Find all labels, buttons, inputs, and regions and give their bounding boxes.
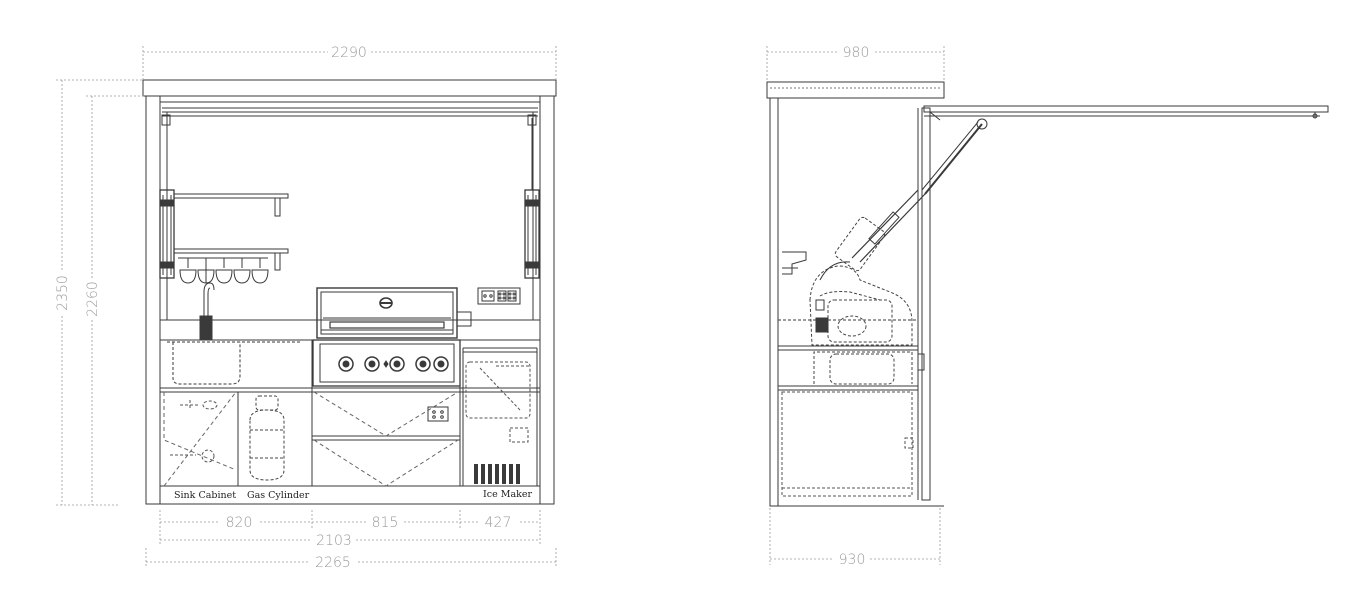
front-roof (142, 79, 557, 97)
wall-outlets (477, 287, 521, 305)
left-gas-strut (159, 114, 175, 279)
side-grill-silhouette (809, 265, 913, 385)
dim-ice-maker-section: 427 (485, 515, 512, 531)
dim-side-depth-top: 980 (843, 45, 870, 61)
upper-shelf (173, 193, 289, 217)
dim-overall-height: 2350 (55, 275, 71, 311)
dim-overall-width-top: 2290 (331, 45, 367, 61)
door-swing-lines (163, 391, 459, 487)
front-left-post (145, 95, 161, 505)
ice-maker-internals (465, 361, 531, 443)
glass-rack-shelf (173, 248, 289, 271)
side-burner-knob (456, 311, 472, 327)
dim-cabinet-height: 2260 (85, 281, 101, 317)
label-sink-cabinet: Sink Cabinet (174, 490, 236, 501)
dim-base-width: 2103 (316, 533, 352, 549)
side-view (766, 81, 1329, 507)
grill-cabinet-socket (427, 406, 449, 422)
side-roof (766, 81, 945, 99)
sink-plumbing (170, 400, 218, 463)
awning-arm (923, 105, 1329, 130)
sink-basin (167, 341, 302, 385)
dim-side-depth-bottom: 930 (839, 552, 866, 568)
side-grill-lid-open (815, 216, 886, 333)
grill-control-panel (312, 339, 461, 387)
sink-faucet (199, 268, 215, 341)
right-gas-strut (524, 114, 540, 279)
dim-grill-section: 815 (372, 515, 399, 531)
side-sink-faucet (782, 251, 807, 275)
hanging-wine-glasses (179, 258, 269, 284)
dim-overall-width-bottom: 2265 (315, 555, 351, 571)
grill-hood (316, 287, 472, 339)
gas-cylinder-drawing (249, 395, 285, 481)
front-right-post (539, 95, 555, 505)
label-ice-maker: Ice Maker (483, 489, 532, 500)
dim-sink-section: 820 (226, 515, 253, 531)
side-cabinet-hidden (781, 391, 914, 497)
front-view (142, 79, 557, 505)
side-gas-strut (851, 121, 983, 263)
label-gas-cylinder: Gas Cylinder (247, 490, 310, 501)
side-dimension-lines (766, 46, 945, 565)
ice-maker-vent (474, 464, 520, 484)
